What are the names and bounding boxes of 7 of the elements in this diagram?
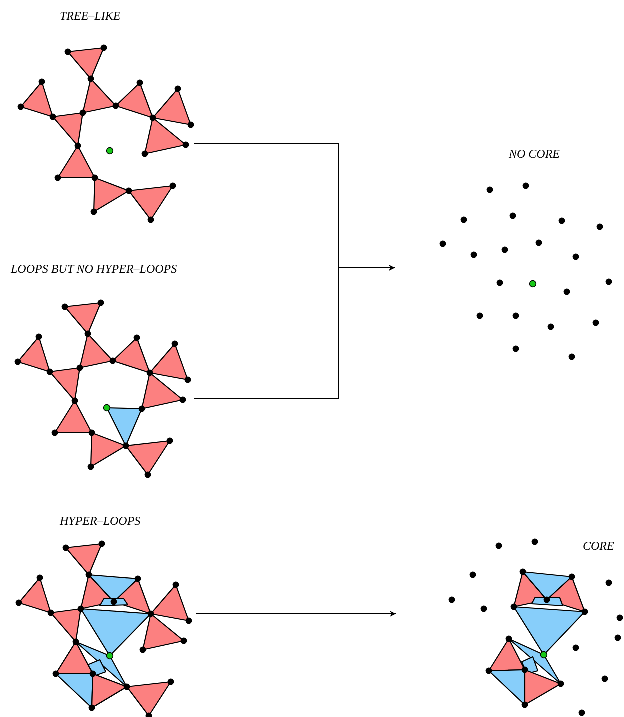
arrow bbox=[196, 611, 396, 617]
panel-heading: HYPER–LOOPS bbox=[60, 515, 141, 527]
panel-heading: CORE bbox=[583, 540, 614, 552]
panel-heading: NO CORE bbox=[509, 148, 560, 160]
panel-heading: LOOPS BUT NO HYPER–LOOPS bbox=[11, 263, 178, 275]
panel-heading: TREE–LIKE bbox=[60, 10, 121, 22]
arrow bbox=[194, 265, 396, 400]
